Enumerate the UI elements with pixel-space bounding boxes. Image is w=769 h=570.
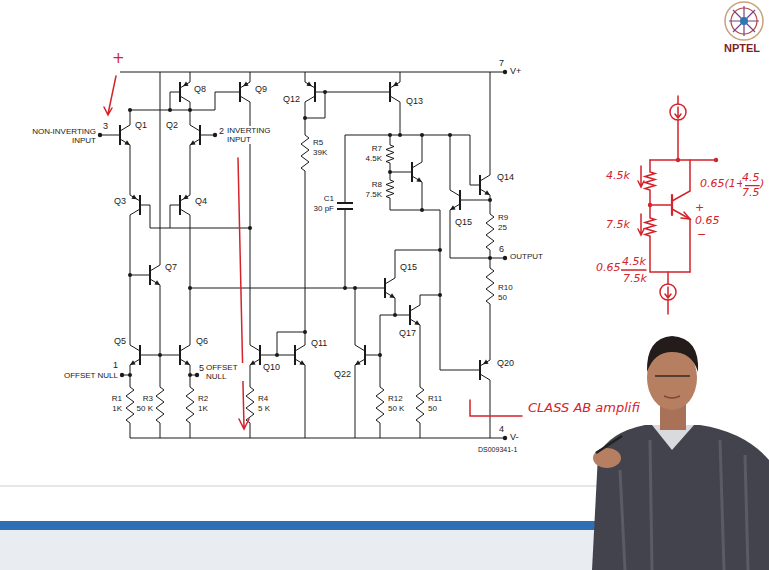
transistor-label: Q17 <box>399 328 416 338</box>
resistor-label: R10 <box>498 283 513 292</box>
resistor-label: R8 <box>372 180 382 189</box>
transistor-label: Q22 <box>334 369 351 379</box>
transistor-label: Q9 <box>255 84 267 94</box>
pin-number: 7 <box>499 58 504 68</box>
resistor-label: R9 <box>498 213 508 222</box>
handwritten-note: CLASS AB amplifi <box>528 401 640 416</box>
transistor-label: Q1 <box>135 120 147 130</box>
resistor-value: 50 K <box>137 404 153 413</box>
transistor-label: Q15 <box>455 217 472 227</box>
pin-number: 5 <box>199 363 204 373</box>
transistor-label: Q14 <box>497 172 514 182</box>
resistor-value: 50 <box>428 404 437 413</box>
handwritten-sign: − <box>697 229 706 242</box>
junction-dots <box>98 70 507 440</box>
resistor-label: R3 <box>143 394 153 403</box>
handwritten-value: 4.5k <box>606 170 630 183</box>
transistor-label: Q13 <box>406 96 423 106</box>
transistor-label: Q2 <box>166 120 178 130</box>
transistor-label: Q5 <box>114 336 126 346</box>
transistor-label: Q10 <box>263 362 280 372</box>
transistor-symbols <box>120 82 490 381</box>
handwritten-formula: 4.5 <box>742 172 760 185</box>
handwritten-formula: ) <box>760 178 764 191</box>
transistor-label: Q12 <box>283 94 300 104</box>
handwritten-value: 7.5k <box>606 219 630 232</box>
resistor-value: 25 <box>498 223 507 232</box>
transistor-label: Q6 <box>196 336 208 346</box>
handwritten-formula: 0.65(1+ <box>700 178 745 191</box>
pin-label: OUTPUT <box>510 252 543 261</box>
pin-number: 6 <box>499 244 504 254</box>
pin-number: 1 <box>113 360 118 370</box>
supply-label: V- <box>510 432 519 442</box>
handwritten-formula: 7.5k <box>623 273 647 286</box>
resistor-value: 39K <box>313 148 327 157</box>
pin-number: 3 <box>103 121 108 131</box>
resistor-value: 7.5K <box>366 190 382 199</box>
resistor-label: R5 <box>313 138 323 147</box>
handwritten-annotations <box>104 76 759 429</box>
resistor-value: 4.5K <box>366 154 382 163</box>
resistor-label: R1 <box>112 394 122 403</box>
pin-number: 4 <box>499 424 504 434</box>
handwritten-note: + <box>112 50 125 67</box>
transistor-label: Q3 <box>114 196 126 206</box>
capacitor-label: C1 <box>324 194 334 203</box>
transistor-label: Q4 <box>195 196 207 206</box>
handwritten-formula: 4.5k <box>622 256 646 269</box>
resistor-label: R2 <box>198 394 208 403</box>
resistor-value: 1K <box>198 404 208 413</box>
resistor-value: 1K <box>112 404 122 413</box>
resistor-symbols <box>126 135 494 423</box>
capacitor-value: 30 pF <box>314 204 334 213</box>
resistor-label: R12 <box>388 394 403 403</box>
supply-label: V+ <box>510 66 521 76</box>
transistor-label: Q7 <box>165 262 177 272</box>
pin-label: OFFSET NULL <box>64 371 118 380</box>
handwritten-formula: 0.65 <box>596 262 621 275</box>
circuit-wires <box>100 72 505 438</box>
handwritten-formula: 7.5 <box>742 187 760 200</box>
pin-label: INVERTING INPUT <box>227 126 277 144</box>
presenter-figure <box>592 336 769 570</box>
transistor-label: Q11 <box>311 338 327 348</box>
resistor-label: R11 <box>428 394 442 403</box>
nptel-logo <box>725 2 763 40</box>
resistor-label: R4 <box>258 394 268 403</box>
handwritten-value: 0.65 <box>695 215 720 228</box>
document-code: DS009341-1 <box>478 446 517 454</box>
pin-number: 2 <box>219 126 224 136</box>
transistor-label: Q20 <box>497 358 514 368</box>
handwritten-sign: + <box>695 202 704 215</box>
resistor-label: R7 <box>372 144 382 153</box>
resistor-value: 50 K <box>388 404 404 413</box>
transistor-label: Q8 <box>194 84 206 94</box>
transistor-label: Q15 <box>400 262 417 272</box>
pin-label: NON-INVERTING INPUT <box>26 127 96 145</box>
logo-text: NPTEL <box>724 42 760 55</box>
resistor-value: 5 K <box>258 404 270 413</box>
pin-label: OFFSET NULL <box>206 363 246 381</box>
resistor-value: 50 <box>498 293 507 302</box>
